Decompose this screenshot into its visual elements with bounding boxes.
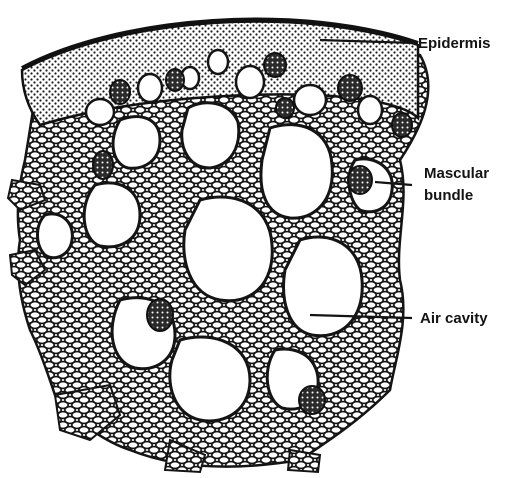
label-vascular-bundle-line1: Mascular — [424, 165, 489, 182]
label-vascular-bundle-line2: bundle — [424, 187, 473, 204]
label-air-cavity: Air cavity — [420, 310, 488, 327]
label-epidermis: Epidermis — [418, 35, 491, 52]
